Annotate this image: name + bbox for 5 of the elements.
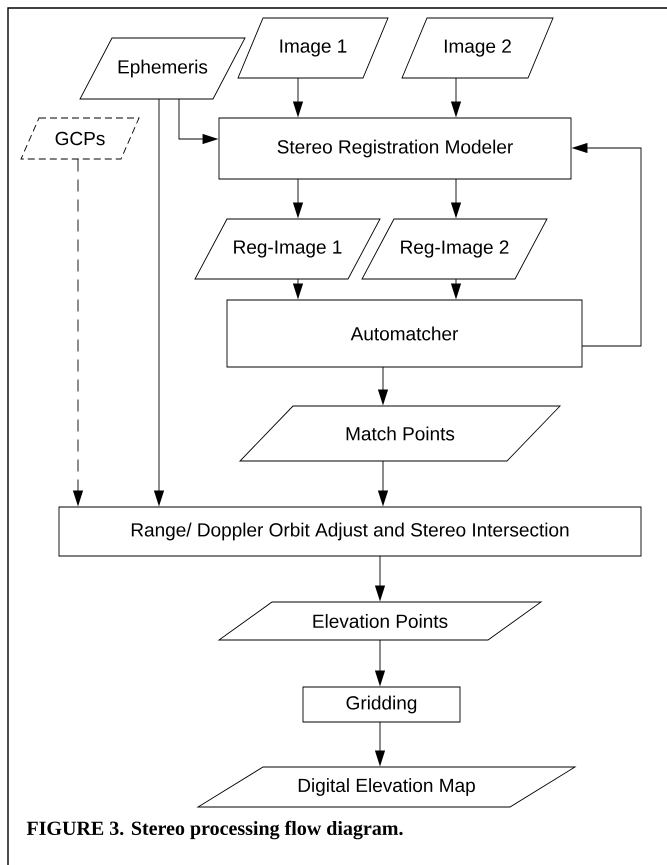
process-box: Stereo Registration Modeler xyxy=(218,118,572,180)
process-box: Range/ Doppler Orbit Adjust and Stereo Intersection xyxy=(58,506,642,556)
process-box: Automatcher xyxy=(226,300,582,368)
caption: FIGURE 3. Stereo processing flow diagram. xyxy=(26,820,403,840)
process-box: Gridding xyxy=(302,686,460,722)
